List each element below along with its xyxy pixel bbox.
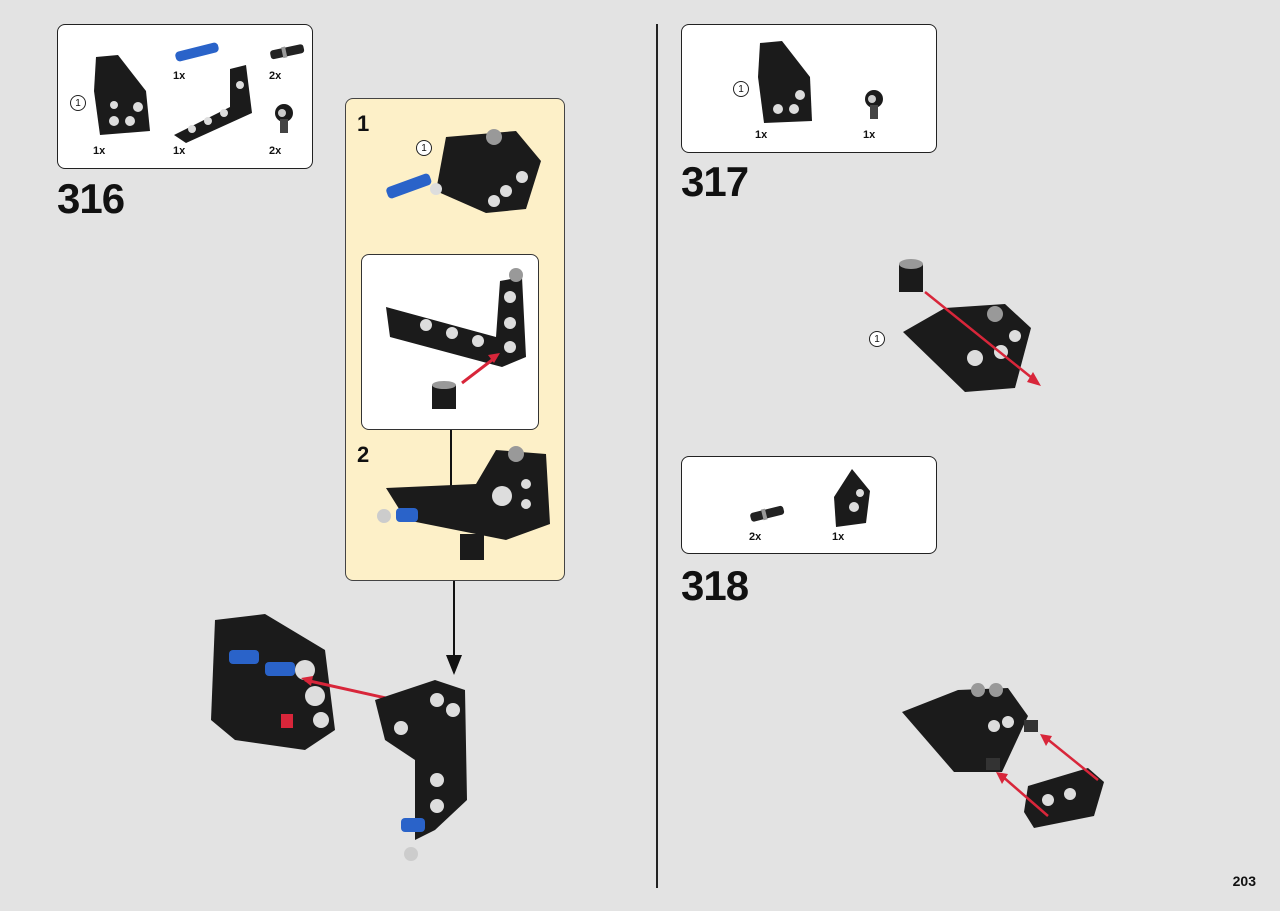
black-friction-pin-part-icon	[270, 44, 305, 60]
part-qty: 1x	[755, 129, 768, 141]
step-number-316: 316	[57, 175, 125, 222]
sub-step-1-assembly-icon	[386, 129, 541, 213]
assembly-callout: 1	[869, 331, 885, 347]
page-divider	[656, 24, 658, 888]
part-qty: 1x	[863, 129, 876, 141]
part-callout-1: 1	[70, 95, 86, 111]
main-assembly-316-icon	[211, 614, 467, 861]
l-beam-part-icon	[174, 65, 252, 143]
angled-beam-part-icon	[94, 55, 150, 135]
part-qty: 1x	[93, 145, 106, 157]
step-number-317: 317	[681, 158, 749, 205]
axle-connector-part-icon	[275, 104, 293, 133]
part-qty: 2x	[269, 145, 282, 157]
assembly-318-icon	[902, 683, 1104, 828]
assembly-317-icon	[899, 259, 1041, 392]
l-beam-with-connector-icon	[386, 268, 526, 409]
axle-connector-part-icon	[865, 90, 883, 119]
part-qty: 2x	[269, 70, 282, 82]
part-qty: 1x	[173, 145, 186, 157]
parts-list-316: 1 1x 1x 1x 2x 2x	[57, 24, 313, 169]
part-qty: 1x	[173, 70, 186, 82]
sub-step-inset-box	[361, 254, 539, 430]
down-arrow-icon	[446, 581, 462, 675]
sub-step-number-2: 2	[357, 442, 370, 467]
sub-step-callout: 1	[416, 140, 432, 156]
parts-list-317: 1 1x 1x	[681, 24, 937, 153]
part-qty: 2x	[749, 531, 762, 543]
sub-step-2-assembly-icon	[377, 446, 550, 560]
part-qty: 1x	[832, 531, 845, 543]
curved-panel-part-icon	[834, 469, 870, 527]
angled-beam-part-icon	[758, 41, 812, 123]
page-number: 203	[1232, 873, 1256, 889]
step-number-318: 318	[681, 562, 749, 609]
sub-assembly-panel: 1 1 2	[345, 98, 565, 581]
blue-axle-pin-part-icon	[175, 42, 219, 62]
parts-list-318: 2x 1x	[681, 456, 937, 554]
part-callout-1: 1	[733, 81, 749, 97]
sub-step-number-1: 1	[357, 111, 370, 136]
black-friction-pin-part-icon	[750, 505, 785, 522]
